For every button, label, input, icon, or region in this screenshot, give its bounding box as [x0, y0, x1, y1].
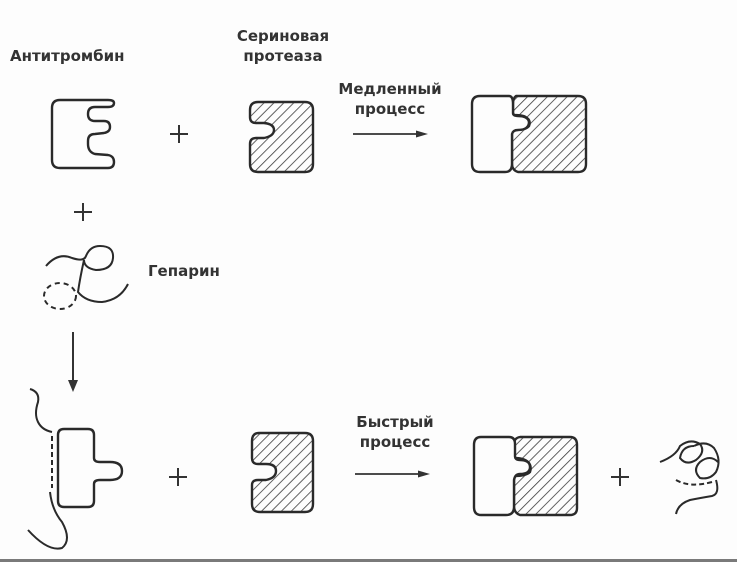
plus-sign: [170, 125, 188, 143]
bottom-border: [0, 559, 737, 562]
plus-sign: [611, 468, 629, 486]
serine-protease-shape: [248, 100, 315, 174]
fast-complex-shape: [472, 435, 579, 517]
antithrombin-label: Антитромбин: [10, 47, 125, 65]
heparin-label: Гепарин: [148, 262, 220, 280]
plus-sign: [169, 468, 187, 486]
slow-complex-shape: [470, 94, 588, 174]
fast-process-label-line2: процесс: [359, 433, 431, 451]
serine-protease-label-line2: протеаза: [243, 47, 323, 65]
fast-process-arrow: [355, 470, 430, 478]
slow-process-label-line2: процесс: [354, 100, 426, 118]
fast-process-label-line1: Быстрый: [356, 413, 434, 431]
slow-process-label-line1: Медленный: [338, 80, 442, 98]
plus-sign: [74, 203, 92, 221]
heparin-antithrombin-complex: [27, 388, 124, 550]
down-arrow: [68, 332, 78, 392]
serine-protease-shape: [250, 431, 315, 514]
antithrombin-shape: [50, 98, 116, 170]
slow-process-arrow: [353, 130, 428, 138]
released-heparin-shape: [659, 440, 720, 515]
heparin-shape: [43, 244, 129, 310]
serine-protease-label-line1: Сериновая: [236, 27, 330, 45]
